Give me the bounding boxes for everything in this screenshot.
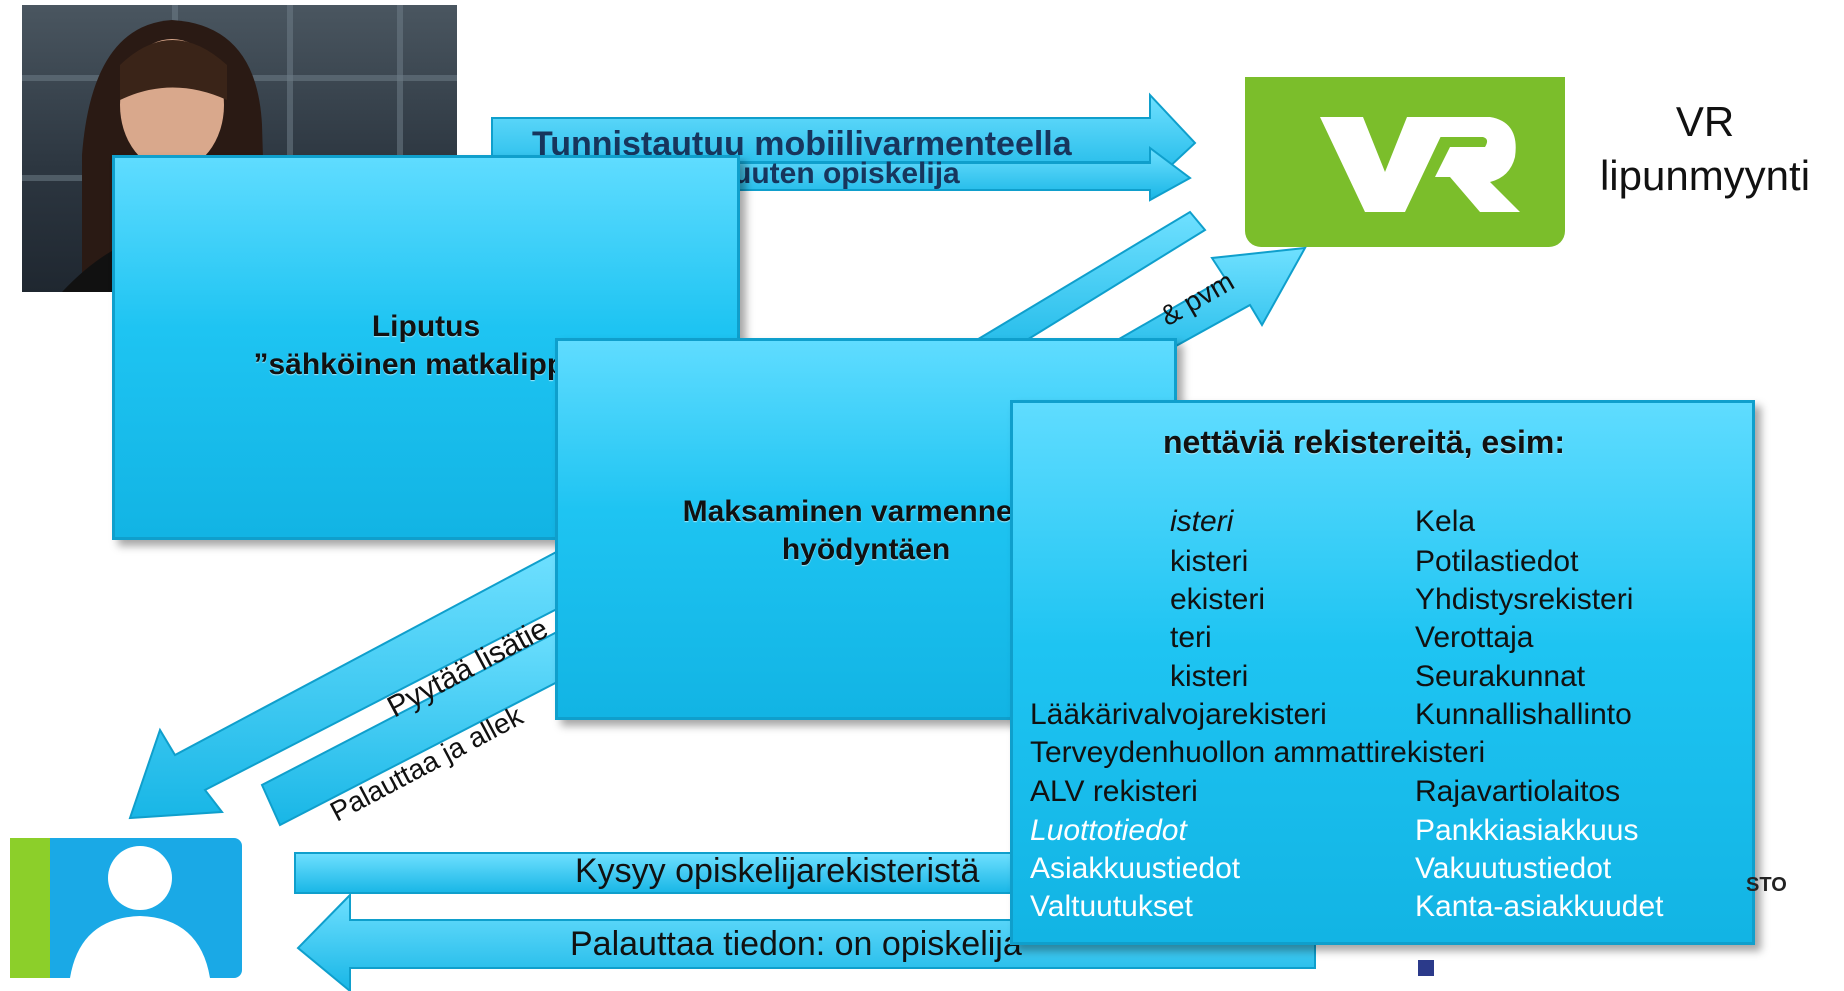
register-left-1: isteri [1170, 505, 1234, 538]
register-full: Terveydenhuollon ammattirekisteri [1030, 736, 1486, 769]
register-right-8: Pankkiasiakkuus [1415, 814, 1639, 847]
vr-logo [1245, 77, 1565, 247]
person-card-icon [10, 838, 242, 978]
person-icon [10, 838, 210, 978]
register-left-lower-1: ALV rekisteri [1030, 775, 1198, 808]
register-right-6: Kunnallishallinto [1415, 698, 1632, 731]
register-left-lower-3: Asiakkuustiedot [1030, 852, 1241, 885]
register-left-lower-4: Valtuutukset [1030, 890, 1193, 923]
register-right-2: Potilastiedot [1415, 545, 1579, 578]
box-liputus-line2: ”sähköinen matkalippu” [253, 348, 599, 381]
arrow-student-label: uuten opiskelija [733, 157, 960, 190]
registers-title: nettäviä rekistereitä, esim: [1163, 424, 1565, 460]
box-liputus-line1: Liputus [371, 310, 481, 343]
arrow-ask-label: Kysyy opiskelijarekisteristä [575, 852, 980, 890]
box-maksaminen-text: Maksaminen varmennetta hyödyntäen [558, 493, 1174, 569]
arrow-diag-down1 [128, 548, 592, 820]
register-right-9: Vakuutustiedot [1415, 852, 1612, 885]
blue-square [1418, 960, 1434, 976]
register-left-4: teri [1170, 621, 1212, 654]
register-right-10: Kanta-asiakkuudet [1415, 890, 1664, 923]
register-right-1: Kela [1415, 505, 1476, 538]
vr-title-line2: lipunmyynti [1599, 152, 1811, 199]
arrow-return [296, 892, 1316, 991]
register-left-2: kisteri [1170, 545, 1249, 578]
register-left-lower-2: Luottotiedot [1030, 814, 1187, 847]
box-liputus-text: Liputus ”sähköinen matkalippu” [115, 308, 737, 384]
vr-title-line1: VR [1675, 98, 1735, 145]
register-left-5: kisteri [1170, 660, 1249, 693]
vr-logo-icon [1320, 117, 1520, 212]
register-right-3: Yhdistysrekisteri [1415, 583, 1634, 616]
register-right-5: Seurakunnat [1415, 660, 1586, 693]
arrow-return-label: Palauttaa tiedon: on opiskelija [570, 925, 1022, 963]
box-maksaminen-line1: Maksaminen varmennetta [682, 495, 1050, 528]
register-right-7: Rajavartiolaitos [1415, 775, 1621, 808]
vr-title: VR lipunmyynti [1580, 95, 1830, 203]
register-left-6: Lääkärivalvojarekisteri [1030, 698, 1327, 731]
fragment-text: STO [1746, 874, 1787, 896]
box-registers: nettäviä rekistereitä, esim: [1010, 400, 1755, 945]
register-right-4: Verottaja [1415, 621, 1534, 654]
register-left-3: ekisteri [1170, 583, 1266, 616]
box-maksaminen-line2: hyödyntäen [781, 533, 951, 566]
